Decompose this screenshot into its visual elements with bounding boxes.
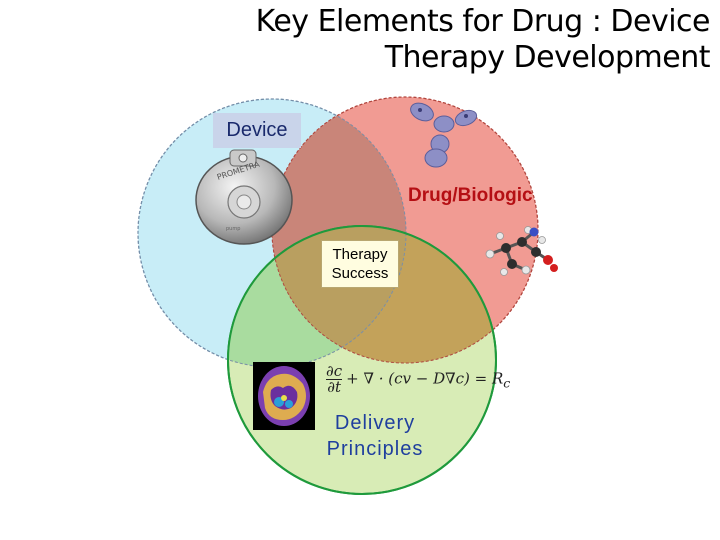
slide-title: Key Elements for Drug : Device Therapy D…	[150, 4, 711, 76]
therapy-success-line-2: Success	[331, 265, 389, 282]
equation-denominator: ∂t	[327, 378, 341, 396]
antibody-molecule-icon	[410, 102, 478, 168]
title-line-2: Therapy Development	[384, 40, 711, 75]
delivery-outline	[227, 225, 497, 495]
equation-numerator: ∂c	[326, 362, 343, 380]
title-line-1: Key Elements for Drug : Device	[255, 4, 711, 39]
delivery-label-line-2: Principles	[326, 438, 424, 460]
delivery-label-line-1: Delivery	[334, 412, 416, 434]
therapy-success-line-1: Therapy	[332, 246, 388, 263]
time-derivative-fraction: ∂c ∂t	[326, 362, 343, 396]
ball-and-stick-molecule-icon	[485, 226, 558, 276]
implantable-pump-icon: PROMETRA pump	[195, 149, 293, 245]
brain-mri-scan-icon	[253, 362, 315, 430]
equation-subscript: c	[503, 375, 511, 391]
therapy-success-label: Therapy Success	[321, 240, 399, 288]
svg-text:pump: pump	[226, 226, 240, 232]
drug-biologic-label: Drug/Biologic	[408, 185, 533, 206]
delivery-principles-label: Delivery Principles	[315, 410, 435, 462]
transport-equation: ∂c ∂t + ∇ · (cv − D∇c) = Rc	[326, 364, 510, 395]
device-label: Device	[213, 113, 301, 148]
equation-rhs: + ∇ · (cv − D∇c) = R	[346, 369, 504, 388]
